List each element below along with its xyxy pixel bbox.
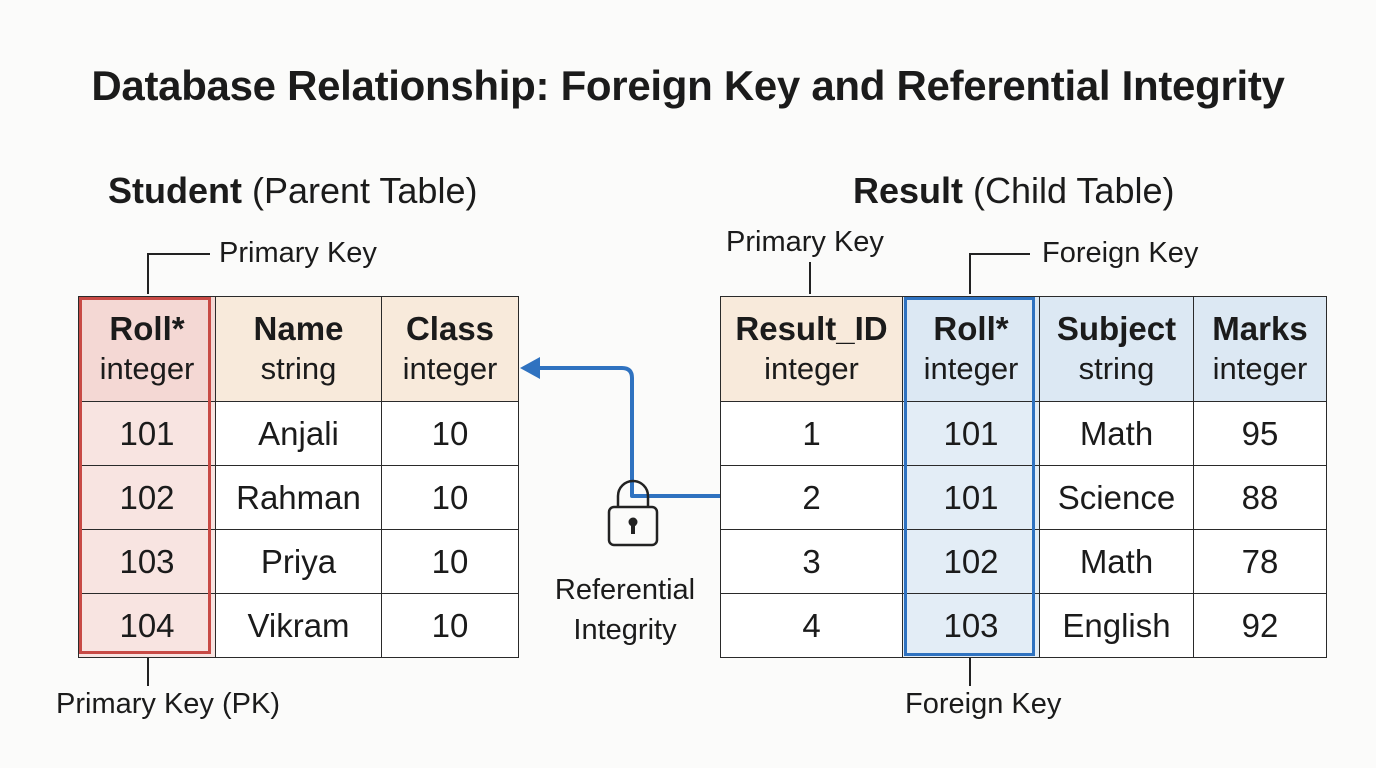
- result-col-roll: Roll* integer: [902, 296, 1040, 402]
- lock-icon: [607, 479, 659, 547]
- column-name: Name: [253, 310, 344, 347]
- table-row: 4 103 English 92: [720, 593, 1327, 658]
- referential-integrity-line1: Referential: [554, 574, 696, 606]
- table-cell: 10: [381, 465, 519, 530]
- referential-integrity-line2: Integrity: [573, 614, 677, 646]
- column-type: string: [1078, 351, 1155, 386]
- column-type: integer: [99, 351, 195, 386]
- parent-table-caption: Student (Parent Table): [108, 170, 477, 212]
- student-col-class: Class integer: [381, 296, 519, 402]
- table-row: 1 101 Math 95: [720, 401, 1327, 466]
- fk-cell: 102: [902, 529, 1040, 594]
- student-col-name: Name string: [215, 296, 382, 402]
- table-row: 102 Rahman 10: [78, 465, 519, 530]
- parent-pk-leader: [147, 253, 210, 294]
- table-cell: Science: [1039, 465, 1194, 530]
- table-cell: 10: [381, 401, 519, 466]
- result-col-subject: Subject string: [1039, 296, 1194, 402]
- table-cell: 92: [1193, 593, 1327, 658]
- column-type: integer: [764, 351, 859, 386]
- result-col-marks: Marks integer: [1193, 296, 1327, 402]
- column-type: integer: [923, 351, 1019, 386]
- table-cell: Vikram: [215, 593, 382, 658]
- table-cell: Math: [1039, 401, 1194, 466]
- fk-cell: 103: [902, 593, 1040, 658]
- table-row: 104 Vikram 10: [78, 593, 519, 658]
- pk-cell: 103: [78, 529, 216, 594]
- table-cell: 78: [1193, 529, 1327, 594]
- student-col-roll: Roll* integer: [78, 296, 216, 402]
- child-table-caption: Result (Child Table): [853, 170, 1174, 212]
- table-cell: 10: [381, 593, 519, 658]
- column-name: Roll*: [933, 310, 1009, 347]
- parent-table-name: Student: [108, 170, 242, 211]
- parent-primary-key-pk-label: Primary Key (PK): [56, 688, 280, 720]
- child-foreign-key-bottom-label: Foreign Key: [905, 688, 1062, 720]
- relationship-arrow-head: [520, 357, 540, 379]
- result-table: Result_ID integer Roll* integer Subject …: [720, 296, 1327, 658]
- fk-cell: 101: [902, 465, 1040, 530]
- table-cell: 10: [381, 529, 519, 594]
- table-row: 103 Priya 10: [78, 529, 519, 594]
- table-cell: Rahman: [215, 465, 382, 530]
- diagram-title: Database Relationship: Foreign Key and R…: [91, 62, 1285, 109]
- student-table: Roll* integer Name string Class integer …: [78, 296, 519, 658]
- pk-cell: 104: [78, 593, 216, 658]
- parent-table-role: (Parent Table): [252, 170, 478, 211]
- table-row: 3 102 Math 78: [720, 529, 1327, 594]
- column-type: string: [260, 351, 337, 386]
- table-cell: 3: [720, 529, 903, 594]
- table-cell: Priya: [215, 529, 382, 594]
- student-header-row: Roll* integer Name string Class integer: [78, 296, 519, 402]
- child-table-name: Result: [853, 170, 964, 211]
- column-type: integer: [1212, 351, 1308, 386]
- column-name: Result_ID: [735, 310, 888, 347]
- referential-integrity-label: Referential Integrity: [540, 570, 710, 650]
- column-type: integer: [402, 351, 498, 386]
- column-name: Subject: [1056, 310, 1177, 347]
- relationship-arrow-line: [536, 366, 720, 498]
- parent-primary-key-label: Primary Key: [219, 237, 377, 269]
- child-foreign-key-top-label: Foreign Key: [1042, 237, 1199, 269]
- pk-cell: 101: [78, 401, 216, 466]
- table-cell: English: [1039, 593, 1194, 658]
- table-cell: 1: [720, 401, 903, 466]
- table-cell: 4: [720, 593, 903, 658]
- child-fk-leader: [969, 253, 1030, 294]
- table-cell: Math: [1039, 529, 1194, 594]
- table-cell: 95: [1193, 401, 1327, 466]
- result-col-result-id: Result_ID integer: [720, 296, 903, 402]
- column-name: Class: [405, 310, 495, 347]
- table-row: 2 101 Science 88: [720, 465, 1327, 530]
- child-primary-key-label: Primary Key: [726, 226, 884, 258]
- result-header-row: Result_ID integer Roll* integer Subject …: [720, 296, 1327, 402]
- child-table-role: (Child Table): [973, 170, 1175, 211]
- pk-cell: 102: [78, 465, 216, 530]
- fk-cell: 101: [902, 401, 1040, 466]
- table-cell: 2: [720, 465, 903, 530]
- column-name: Marks: [1212, 310, 1308, 347]
- column-name: Roll*: [109, 310, 185, 347]
- table-row: 101 Anjali 10: [78, 401, 519, 466]
